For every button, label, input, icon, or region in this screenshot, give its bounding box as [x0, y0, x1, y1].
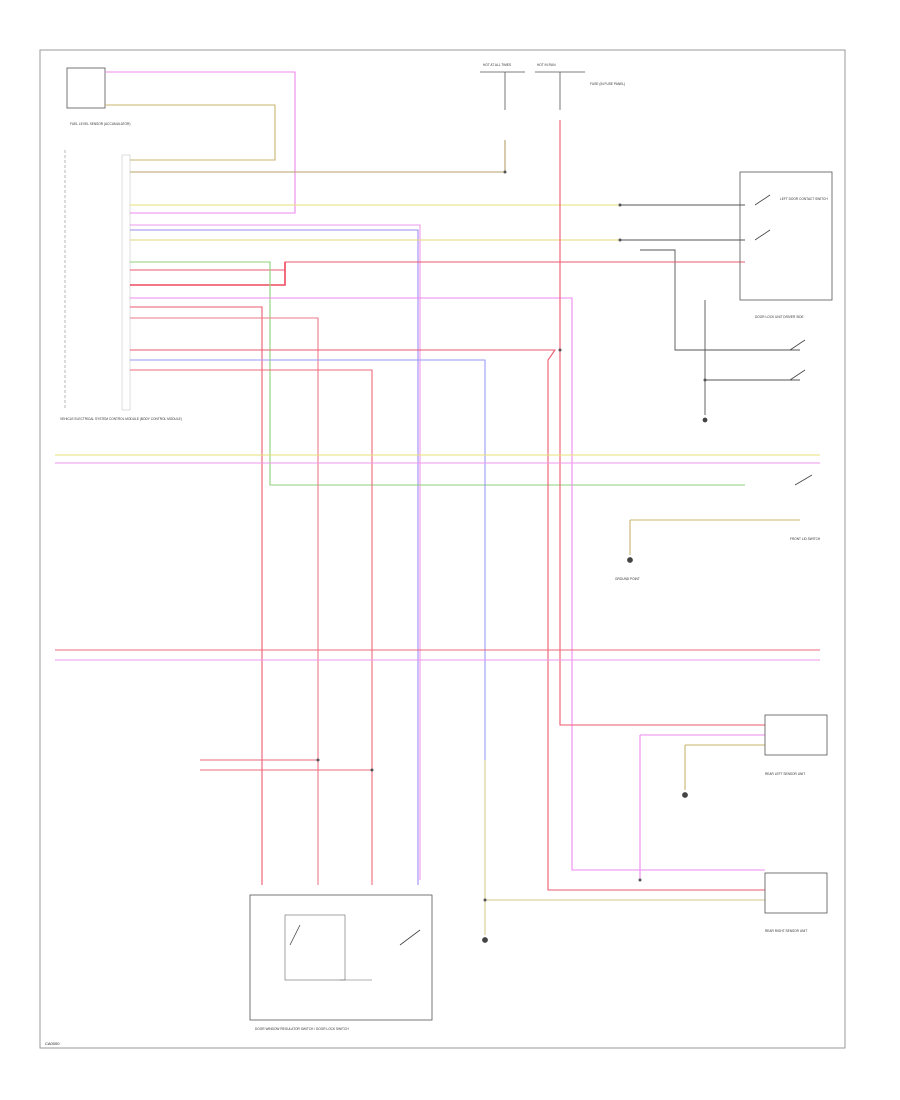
- hot-at-all-times-label: HOT AT ALL TIMES: [483, 63, 511, 67]
- footer-code: CA0000: [45, 1041, 60, 1046]
- fuel-level-sensor-label: FUEL LEVEL SENSOR (ACCUMULATOR): [70, 122, 130, 126]
- door-switch-bottom-box: [249, 894, 433, 1021]
- rear-sensor-right-box: [764, 872, 828, 914]
- door-lock-unit-label: DOOR LOCK UNIT DRIVER SIDE: [755, 315, 804, 319]
- module-pins: [121, 154, 131, 411]
- switch-symbols: [289, 194, 813, 946]
- rear-sensor-left-label: REAR LEFT SENSOR UNIT: [765, 772, 805, 776]
- fuel-level-sensor-box: [66, 67, 106, 109]
- ground-point-label: GROUND POINT: [615, 577, 640, 581]
- left-door-switch-label: LEFT DOOR CONTACT SWITCH: [780, 197, 828, 201]
- rear-sensor-right-label: REAR RIGHT SENSOR UNIT: [765, 929, 807, 933]
- door-lock-unit-box: [739, 171, 833, 301]
- front-lid-switch-label: FRONT LID SWITCH: [790, 537, 821, 541]
- diagram-frame: [39, 49, 846, 1049]
- wires: [55, 71, 820, 935]
- ground-icon: [482, 417, 708, 943]
- splice-dots: [316, 170, 707, 902]
- door-switch-bottom-label: DOOR WINDOW REGULATOR SWITCH / DOOR LOCK…: [255, 1027, 349, 1031]
- hot-in-run-label: HOT IN RUN: [537, 63, 556, 67]
- fuse-note-label: FUSE (IN FUSE PANEL): [590, 82, 625, 86]
- main-module-label: VEHICLE ELECTRICAL SYSTEM CONTROL MODULE…: [60, 417, 182, 421]
- rear-sensor-left-box: [764, 714, 828, 756]
